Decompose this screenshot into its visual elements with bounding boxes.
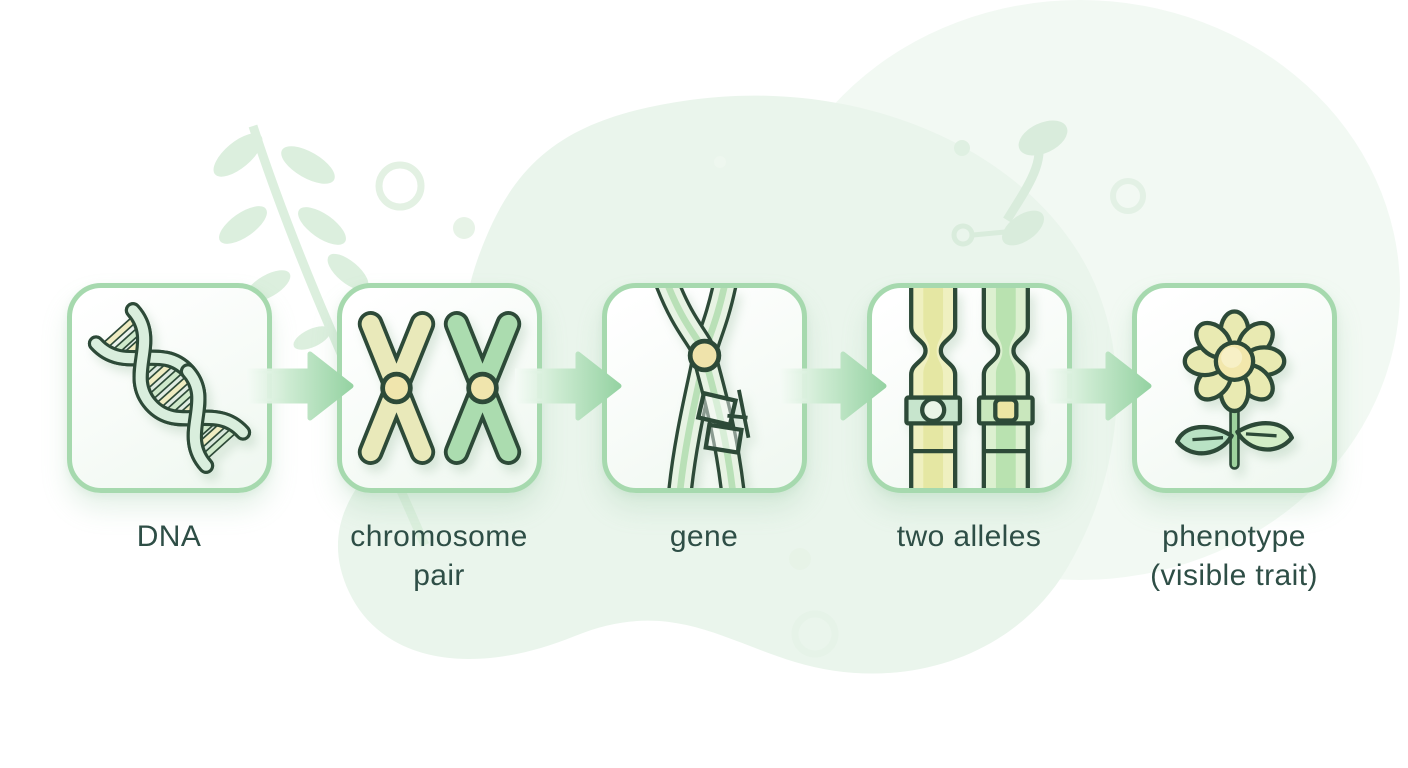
- arrow-right-icon: [247, 351, 354, 421]
- arrow-right-icon: [780, 351, 887, 421]
- step-card-two-alleles: [867, 283, 1072, 493]
- step-card-gene: [602, 283, 807, 493]
- step-label-phenotype: phenotype (visible trait): [1150, 520, 1318, 592]
- flower-icon: [1174, 309, 1295, 470]
- sprout-watermark: [951, 120, 1068, 247]
- step-label-chromosome-pair: chromosome pair: [350, 520, 528, 592]
- dna-icon: [87, 302, 252, 474]
- chromosome-pair-icon: [357, 311, 522, 465]
- step-label-two-alleles: two alleles: [896, 520, 1042, 553]
- gene-icon: [655, 288, 751, 488]
- step-card-dna: [67, 283, 272, 493]
- bubble-decorations: [375, 140, 1146, 658]
- step-card-chromosome-pair: [337, 283, 542, 493]
- step-card-phenotype: [1132, 283, 1337, 493]
- step-label-dna: DNA: [136, 520, 202, 553]
- arrow-right-icon: [1045, 351, 1152, 421]
- arrow-right-icon: [515, 351, 622, 421]
- two-alleles-icon: [904, 288, 1035, 488]
- step-label-gene: gene: [669, 520, 739, 553]
